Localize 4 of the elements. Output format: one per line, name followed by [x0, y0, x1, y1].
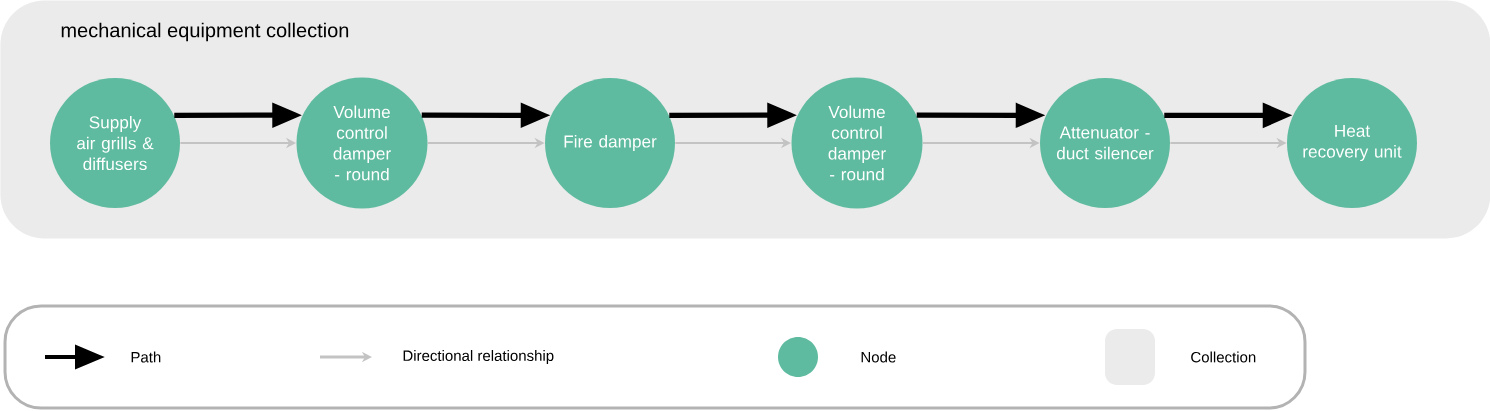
legend-label: Node — [861, 351, 896, 363]
legend-label: Directional relationship — [403, 350, 554, 364]
legend-label: Collection — [1191, 351, 1256, 363]
legend-label: Path — [131, 351, 161, 363]
